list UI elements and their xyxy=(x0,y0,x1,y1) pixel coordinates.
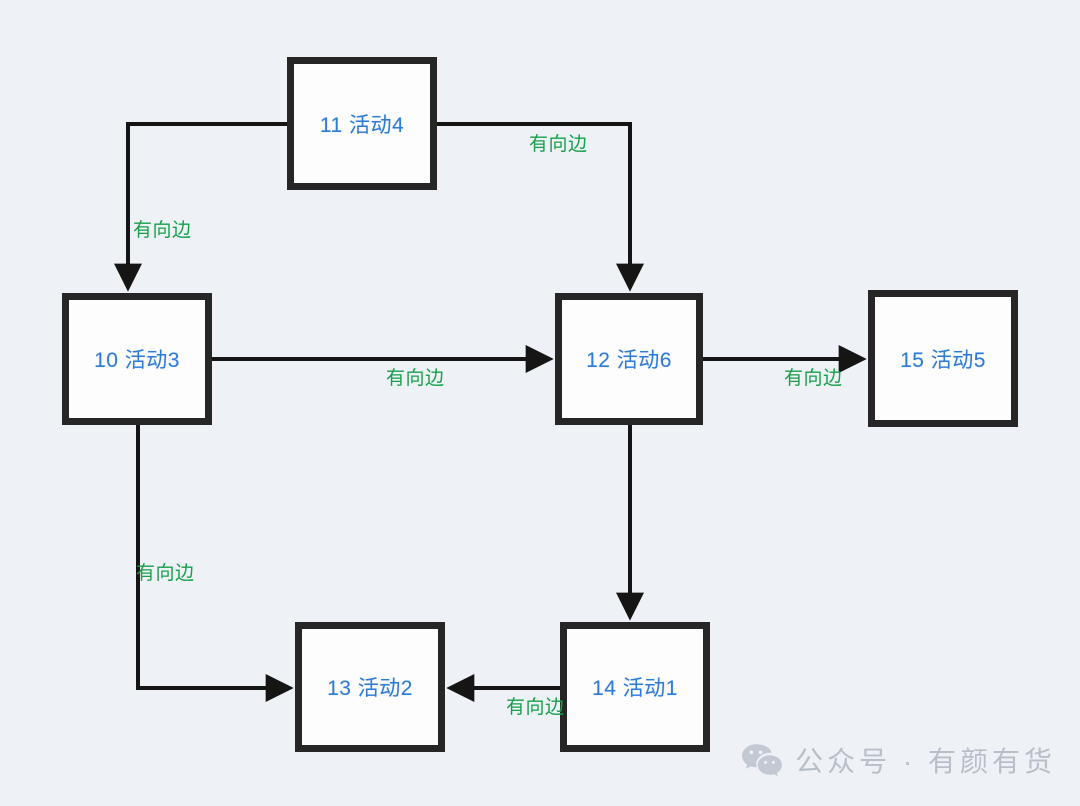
node-15[interactable]: 15 活动5 xyxy=(868,290,1018,427)
edge-11-to-12 xyxy=(437,122,644,292)
node-13[interactable]: 13 活动2 xyxy=(295,622,445,752)
node-11[interactable]: 11 活动4 xyxy=(287,57,437,190)
node-10[interactable]: 10 活动3 xyxy=(62,293,212,425)
edge-11-to-10 xyxy=(114,122,287,292)
node-label: 10 活动3 xyxy=(94,349,180,372)
watermark: 公众号 · 有颜有货 xyxy=(741,740,1056,780)
edge-label-10-to-12: 有向边 xyxy=(386,368,445,389)
edge-label-12-to-15: 有向边 xyxy=(784,368,843,389)
node-label: 13 活动2 xyxy=(327,677,413,700)
edge-10-to-13 xyxy=(136,425,294,702)
node-12[interactable]: 12 活动6 xyxy=(555,293,703,425)
watermark-text: 公众号 · 有颜有货 xyxy=(795,746,1056,777)
node-label: 15 活动5 xyxy=(900,348,986,372)
edge-label-14-to-13: 有向边 xyxy=(506,697,565,718)
node-label: 14 活动1 xyxy=(592,677,678,700)
edge-label-11-to-12: 有向边 xyxy=(529,134,588,155)
edge-label-11-to-10: 有向边 xyxy=(133,220,192,241)
node-label: 11 活动4 xyxy=(319,113,405,137)
node-label: 12 活动6 xyxy=(586,349,672,372)
wechat-icon xyxy=(741,743,783,777)
node-14[interactable]: 14 活动1 xyxy=(560,622,710,752)
edge-label-10-to-13: 有向边 xyxy=(136,563,195,584)
